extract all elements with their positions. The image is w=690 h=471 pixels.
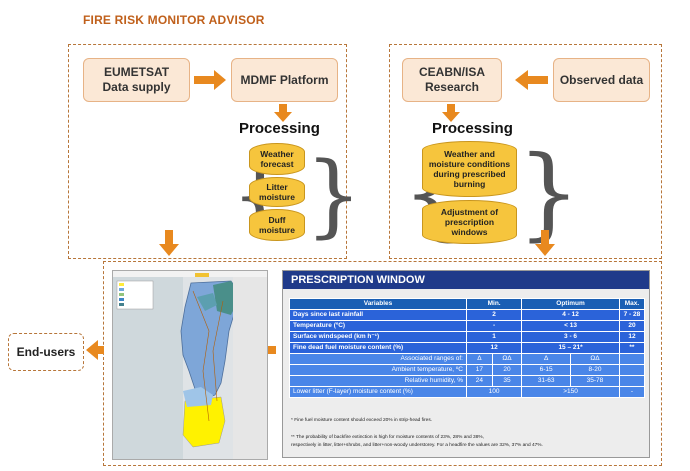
table-row: Lower litter (F-layer) moisture content … (289, 386, 646, 398)
table-row: Ambient temperature, ºC 17 20 6-15 8-20 (289, 364, 646, 376)
table-row: Surface windspeed (km h⁻¹) 1 3 - 6 12 (289, 331, 646, 343)
right-processing-label: Processing (432, 120, 513, 137)
observed-data-box: Observed data (553, 58, 650, 102)
left-processing-label: Processing (239, 120, 320, 137)
prescription-table: Variables Min. Optimum Max. Days since l… (289, 298, 646, 398)
output-panel (103, 261, 662, 466)
footnote-2: ** The probability of backfire extinctio… (291, 435, 484, 440)
right-panel (389, 44, 662, 259)
table-header-row: Variables Min. Optimum Max. (289, 298, 646, 310)
footnote-3: respectively in litter, litter+shrubs, a… (291, 443, 543, 448)
arrow-down-icon (442, 104, 460, 122)
portugal-fire-risk-map (112, 270, 268, 460)
map-image (113, 271, 267, 459)
prescription-window-panel: PRESCRIPTION WINDOW Variables Min. Optim… (282, 270, 650, 458)
page-title: FIRE RISK MONITOR ADVISOR (83, 13, 265, 27)
table-row: Fine dead fuel moisture content (%) 12 1… (289, 342, 646, 354)
prescription-window-title: PRESCRIPTION WINDOW (283, 271, 649, 289)
arrow-down-icon (159, 230, 179, 256)
header-optimum: Optimum (521, 298, 620, 310)
arrow-left-icon (86, 340, 104, 360)
right-brace-close: } (517, 134, 581, 251)
footnote-1: * Fine fuel moisture content should exce… (291, 418, 433, 423)
table-row: Days since last rainfall 2 4 - 12 7 - 28 (289, 309, 646, 321)
arrow-left-icon (515, 70, 548, 90)
arrow-down-icon (274, 104, 292, 122)
header-variables: Variables (289, 298, 467, 310)
left-brace-close: } (305, 143, 363, 248)
table-row: Temperature (ºC) - < 13 20 (289, 320, 646, 332)
header-max: Max. (618, 298, 646, 310)
header-min: Min. (465, 298, 523, 310)
end-users-box: End-users (8, 333, 84, 371)
left-panel (68, 44, 347, 259)
arrow-down-icon (535, 230, 555, 256)
mdmf-platform-box: MDMF Platform (231, 58, 338, 102)
arrow-right-icon (194, 70, 226, 90)
table-row: Relative humidity, % 24 35 31-63 35-78 (289, 375, 646, 387)
table-subheader-row: Associated ranges of: Δ ΩΔ Δ ΩΔ (289, 353, 646, 365)
